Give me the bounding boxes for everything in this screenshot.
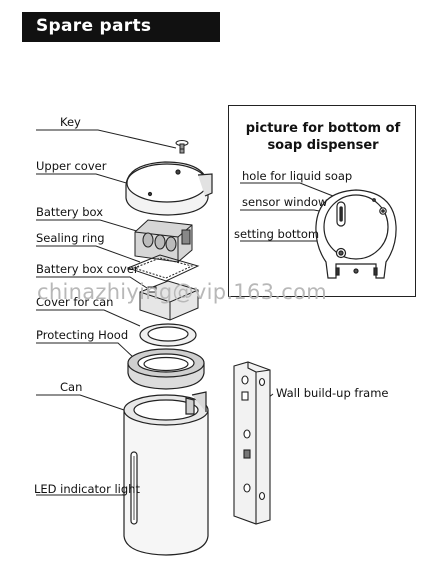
label-hole-liquid-soap: hole for liquid soap [242, 169, 353, 183]
leader-cover-for-can [36, 309, 141, 327]
label-wall-frame: Wall build-up frame [276, 386, 389, 400]
dispenser-bottom [315, 189, 397, 279]
battery-box-part [134, 219, 193, 263]
label-battery-box: Battery box [36, 205, 104, 219]
label-protecting-hood: Protecting Hood [36, 328, 129, 342]
label-led-indicator: LED indicator light [34, 482, 140, 496]
leader-protecting-hood [36, 342, 135, 359]
upper-cover-part [125, 161, 213, 216]
key-part [175, 140, 189, 154]
label-sealing-ring: Sealing ring [36, 231, 105, 245]
header-banner: Spare parts [22, 12, 220, 42]
wall-frame-part [233, 361, 271, 525]
inset-title-line1: picture for bottom of [245, 121, 401, 136]
label-sensor-window: sensor window [242, 195, 328, 209]
label-can: Can [60, 380, 83, 394]
can-part [123, 391, 209, 556]
leader-key [36, 129, 177, 149]
label-key: Key [60, 115, 81, 129]
leader-can [36, 394, 125, 411]
inset-title: picture for bottom of soap dispenser [229, 120, 417, 154]
leader-hole [240, 182, 334, 197]
leader-battery-box-cover [36, 276, 151, 291]
leader-sealing-ring [36, 245, 141, 263]
inset-title-line2: soap dispenser [267, 138, 379, 153]
watermark: chinazhiying@vip.163.com [37, 280, 328, 304]
page-title: Spare parts [36, 16, 152, 36]
cover-for-can-part [139, 323, 197, 347]
sealing-ring-part [126, 254, 200, 282]
label-setting-bottom: setting bottom [234, 227, 320, 241]
label-cover-for-can: Cover for can [36, 295, 114, 309]
label-upper-cover: Upper cover [36, 159, 107, 173]
leader-battery-box [36, 219, 141, 233]
label-battery-box-cover: Battery box cover [36, 262, 139, 276]
protecting-hood-part [127, 348, 205, 390]
battery-box-cover-part [139, 280, 199, 321]
